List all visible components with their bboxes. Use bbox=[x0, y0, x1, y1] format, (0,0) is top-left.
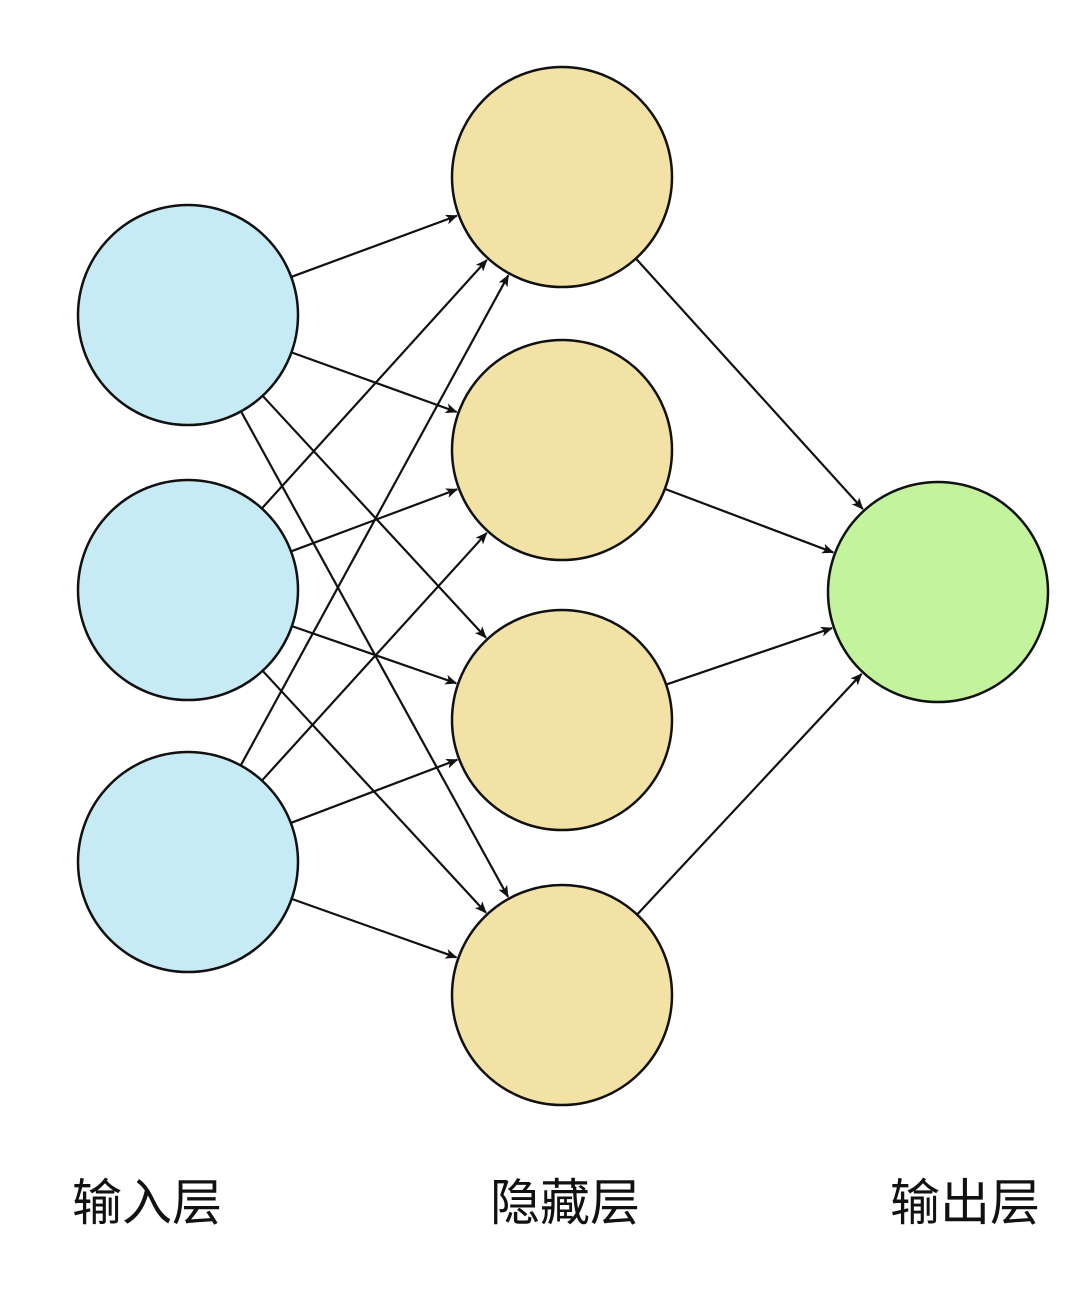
edge-input-3-to-hidden-1 bbox=[239, 274, 510, 766]
edge-input-1-to-hidden-2 bbox=[291, 351, 458, 414]
edge-input-3-to-hidden-2 bbox=[261, 532, 488, 782]
edge-input-3-to-hidden-3 bbox=[290, 758, 459, 824]
hidden-neuron-4 bbox=[450, 883, 674, 1107]
edge-input-2-to-hidden-1 bbox=[261, 259, 488, 510]
edge-hidden-4-to-output-1 bbox=[636, 673, 863, 916]
hidden-neuron-1 bbox=[450, 65, 674, 289]
edge-input-3-to-hidden-4 bbox=[291, 897, 458, 959]
hidden-neuron-3 bbox=[450, 608, 674, 832]
connection-edges bbox=[239, 214, 864, 959]
input-neuron-1 bbox=[76, 203, 300, 427]
input-neuron-3 bbox=[76, 750, 300, 974]
hidden-layer-label: 隐藏层 bbox=[490, 1174, 640, 1232]
edge-input-2-to-hidden-3 bbox=[291, 625, 458, 685]
edge-input-1-to-hidden-1 bbox=[290, 214, 458, 278]
edge-hidden-1-to-output-1 bbox=[635, 257, 864, 510]
input-neuron-2 bbox=[76, 478, 300, 702]
edge-hidden-3-to-output-1 bbox=[665, 626, 833, 686]
input-layer-label: 输入层 bbox=[72, 1174, 222, 1232]
hidden-neuron-2 bbox=[450, 338, 674, 562]
edge-hidden-2-to-output-1 bbox=[664, 487, 835, 554]
neuron-nodes bbox=[76, 65, 1050, 1107]
output-layer-label: 输出层 bbox=[890, 1174, 1040, 1232]
edge-input-1-to-hidden-3 bbox=[261, 395, 487, 639]
output-neuron-1 bbox=[826, 480, 1050, 704]
